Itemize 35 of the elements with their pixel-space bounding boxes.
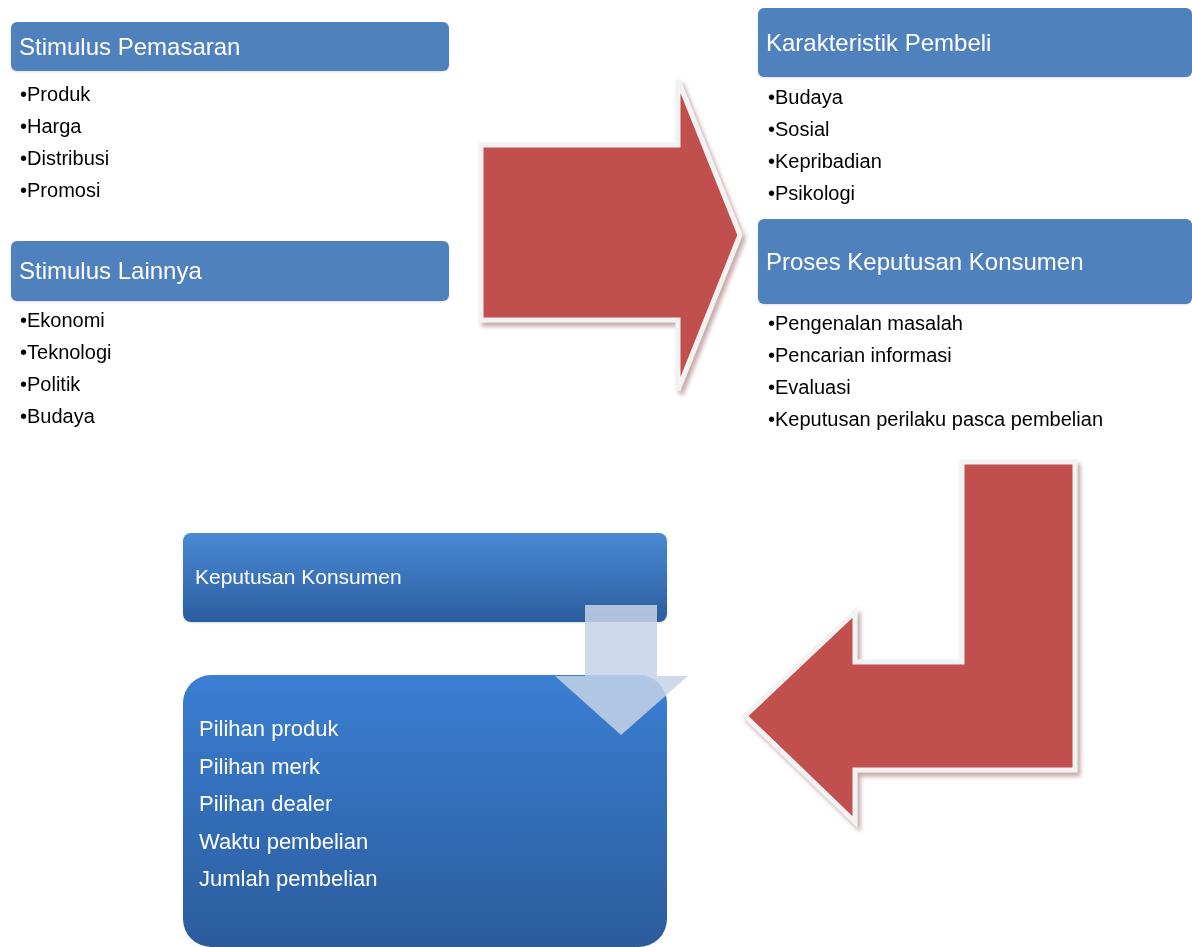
bullet-item: •Ekonomi: [20, 308, 106, 333]
heading-box: [183, 533, 667, 622]
box-text: Pilihan merk: [199, 752, 322, 780]
bullet-item: •Pengenalan masalah: [768, 311, 964, 336]
box-text: Proses Keputusan Konsumen: [766, 246, 1084, 277]
heading-box: [11, 241, 449, 301]
box-text: Keputusan Konsumen: [195, 564, 402, 591]
down-arrow: [555, 605, 688, 735]
bullet-item: •Budaya: [768, 85, 844, 110]
bullet-item: •Politik: [20, 372, 82, 397]
bullet-item: •Sosial: [768, 117, 831, 142]
box-text: Stimulus Pemasaran: [19, 31, 241, 62]
box-text: Karakteristik Pembeli: [766, 27, 992, 58]
box-text: Pilihan dealer: [199, 790, 334, 818]
bullet-item: •Keputusan perilaku pasca pembelian: [768, 407, 1103, 432]
block-arrow: [478, 77, 743, 393]
bullet-item: •Harga: [20, 114, 83, 139]
bullet-item: •Distribusi: [20, 146, 110, 171]
bullet-item: •Budaya: [20, 404, 96, 429]
bullet-item: •Pencarian informasi: [768, 343, 953, 368]
heading-box: [758, 8, 1192, 77]
bullet-item: •Teknologi: [20, 340, 112, 365]
box-text: Jumlah pembelian: [199, 865, 379, 893]
block-arrow: [741, 459, 1078, 828]
box-text: Waktu pembelian: [199, 827, 370, 855]
bullet-item: •Produk: [20, 82, 92, 107]
bullet-item: •Evaluasi: [768, 375, 852, 400]
bullet-item: •Psikologi: [768, 181, 857, 206]
box-text: Pilihan produk: [199, 715, 340, 743]
heading-box: [758, 219, 1192, 304]
bullet-item: •Promosi: [20, 178, 102, 203]
bullet-item: •Kepribadian: [768, 149, 882, 174]
heading-box: [183, 675, 667, 947]
heading-box: [11, 22, 449, 71]
box-text: Stimulus Lainnya: [19, 256, 202, 286]
